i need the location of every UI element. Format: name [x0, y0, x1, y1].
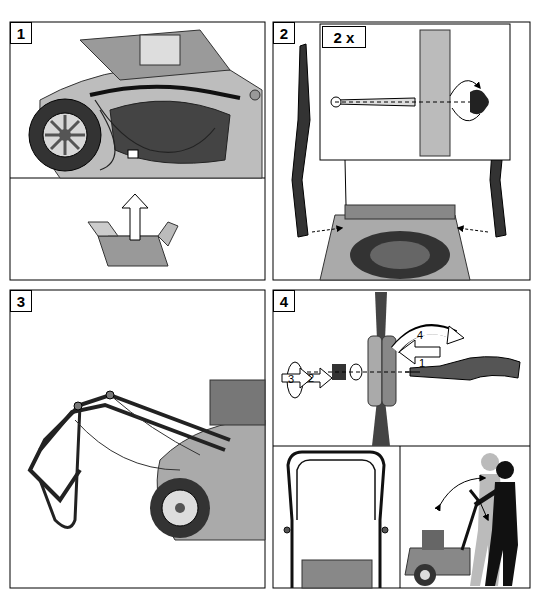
panel-frame — [273, 290, 530, 588]
step-number: 1 — [17, 26, 25, 41]
step-number-box: 3 — [10, 290, 32, 312]
handle-mounting — [292, 24, 510, 280]
callout-number: 2 — [308, 373, 314, 384]
step-number-box: 4 — [273, 290, 295, 312]
step-number-box: 2 x — [322, 26, 366, 48]
step-number: 4 — [280, 294, 288, 309]
mower-side — [30, 380, 265, 540]
step-number-box: 1 — [10, 22, 32, 44]
operator-figure — [405, 453, 518, 586]
handle-front — [284, 452, 388, 588]
mower-rear — [29, 30, 262, 178]
step-number: 2 — [280, 26, 288, 41]
step-number-box: 2 — [273, 22, 295, 44]
panel-frame — [273, 22, 530, 280]
carton — [88, 194, 178, 266]
step-number: 2 x — [334, 30, 355, 45]
callout-number: 3 — [288, 374, 294, 385]
panel-frame — [10, 22, 265, 280]
callout-number: 1 — [419, 358, 425, 369]
step-number: 3 — [17, 294, 25, 309]
clamp-detail — [282, 292, 520, 446]
panel-frame — [10, 290, 265, 588]
callout-number: 4 — [417, 330, 423, 341]
